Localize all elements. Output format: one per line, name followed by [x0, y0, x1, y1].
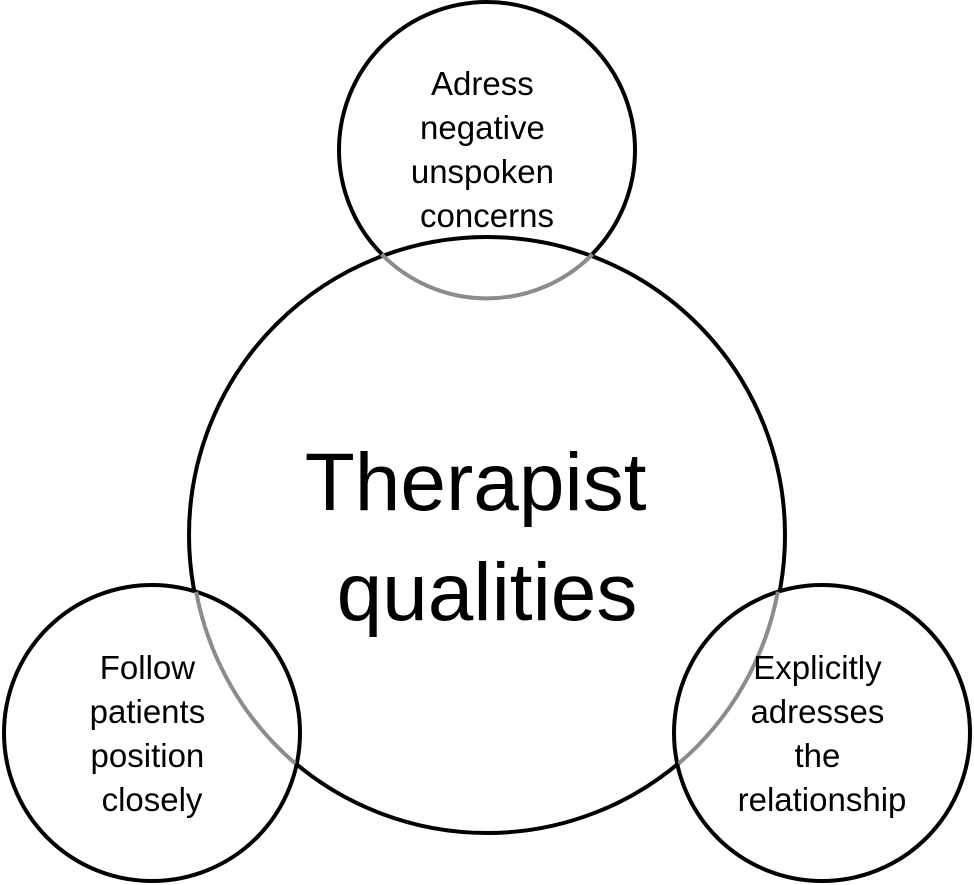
bottom-left-label-line: position [91, 737, 205, 774]
top-label-line: concerns [420, 197, 554, 234]
top-label-line: Adress [431, 65, 534, 102]
bottom-right-label: Explicitly adresses the relationship [738, 649, 907, 818]
top-overlap-arc [380, 252, 594, 301]
bottom-left-circle [2, 583, 302, 883]
bottom-left-label-line: patients [90, 693, 206, 730]
bottom-left-overlap-arc [194, 591, 297, 766]
center-circle [187, 235, 787, 835]
top-label-line: unspoken [411, 153, 554, 190]
top-label: Adress negative unspoken concerns [411, 65, 563, 234]
bottom-right-label-line: relationship [738, 781, 907, 818]
bottom-right-label-line: the [794, 737, 840, 774]
bottom-right-overlap-arc [677, 591, 780, 766]
bottom-right-circle [672, 583, 972, 883]
bottom-right-label-line: Explicitly [753, 649, 882, 686]
center-label-line: Therapist [305, 437, 647, 528]
bottom-left-label-line: closely [102, 781, 203, 818]
bottom-left-label-line: Follow [100, 649, 196, 686]
bottom-right-label-line: adresses [750, 693, 884, 730]
center-label-line: qualities [337, 547, 638, 638]
bottom-left-label: Follow patients position closely [90, 649, 215, 818]
top-label-line: negative [420, 109, 545, 146]
center-label: Therapist qualities [305, 437, 670, 638]
